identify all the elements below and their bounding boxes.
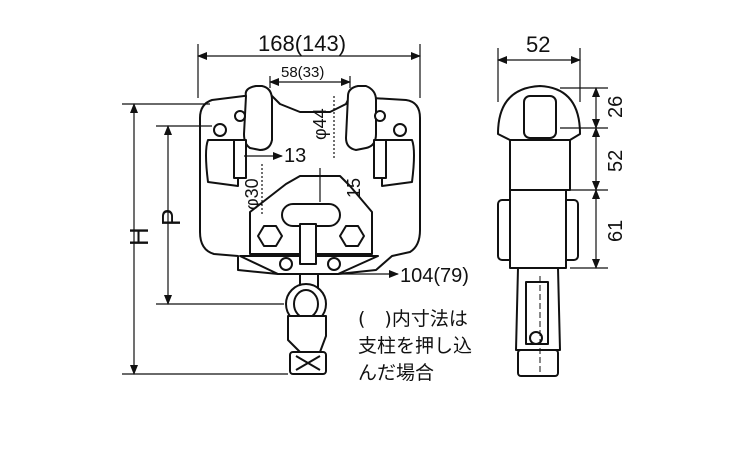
front-bolt-tr [393, 123, 407, 137]
front-bolt-mr [374, 110, 386, 122]
front-right-roller [373, 139, 387, 179]
note-line-2: 支柱を押し込 [358, 335, 473, 357]
dim-inner-width: 58(33) [281, 64, 324, 81]
front-lower-arm [287, 315, 327, 353]
side-upper-body [509, 139, 571, 191]
dim-side-width: 52 [526, 32, 550, 57]
front-left-roller [233, 139, 247, 179]
front-center-bolt [299, 223, 317, 265]
front-slot [281, 203, 341, 227]
note-line-1: ( )内寸法は [358, 308, 468, 330]
front-foot-cross [295, 355, 321, 371]
dim-width-total: 168(143) [258, 31, 346, 56]
dim-pitch-label: P [156, 209, 186, 226]
side-view [497, 85, 581, 377]
front-dimensions [122, 44, 421, 375]
front-right-hook [345, 85, 377, 151]
dim-side-61: 61 [605, 220, 627, 242]
front-right-lobe [381, 139, 415, 187]
dim-side-52: 52 [605, 150, 627, 172]
note-line-3: んだ場合 [358, 362, 435, 384]
side-inner-body [509, 189, 567, 269]
dim-height-label: H [124, 227, 154, 246]
dim-side-26: 26 [605, 96, 627, 118]
dim-rod-dia: φ44 [310, 108, 330, 140]
front-nut-bottom-left [279, 257, 293, 271]
dim-gap-15: 15 [344, 178, 364, 198]
dim-gap-13: 13 [284, 145, 306, 167]
note-text: ( )内寸法は 支柱を押し込 んだ場合 [358, 306, 472, 387]
front-view [199, 85, 421, 375]
side-dimensions [497, 48, 608, 269]
side-top-slot [523, 95, 557, 139]
front-nut-bottom-right [327, 257, 341, 271]
front-pipe-hole [293, 289, 319, 319]
front-hex-nut-right [339, 225, 365, 247]
side-foot [517, 349, 559, 377]
front-bolt-ml [234, 110, 246, 122]
front-hex-nut-left [257, 225, 283, 247]
dim-pin-dia: φ30 [242, 178, 262, 210]
side-pivot [529, 331, 543, 345]
front-left-lobe [205, 139, 239, 187]
dim-base-width: 104(79) [400, 265, 469, 287]
front-bolt-tl [213, 123, 227, 137]
front-left-hook [243, 85, 273, 151]
